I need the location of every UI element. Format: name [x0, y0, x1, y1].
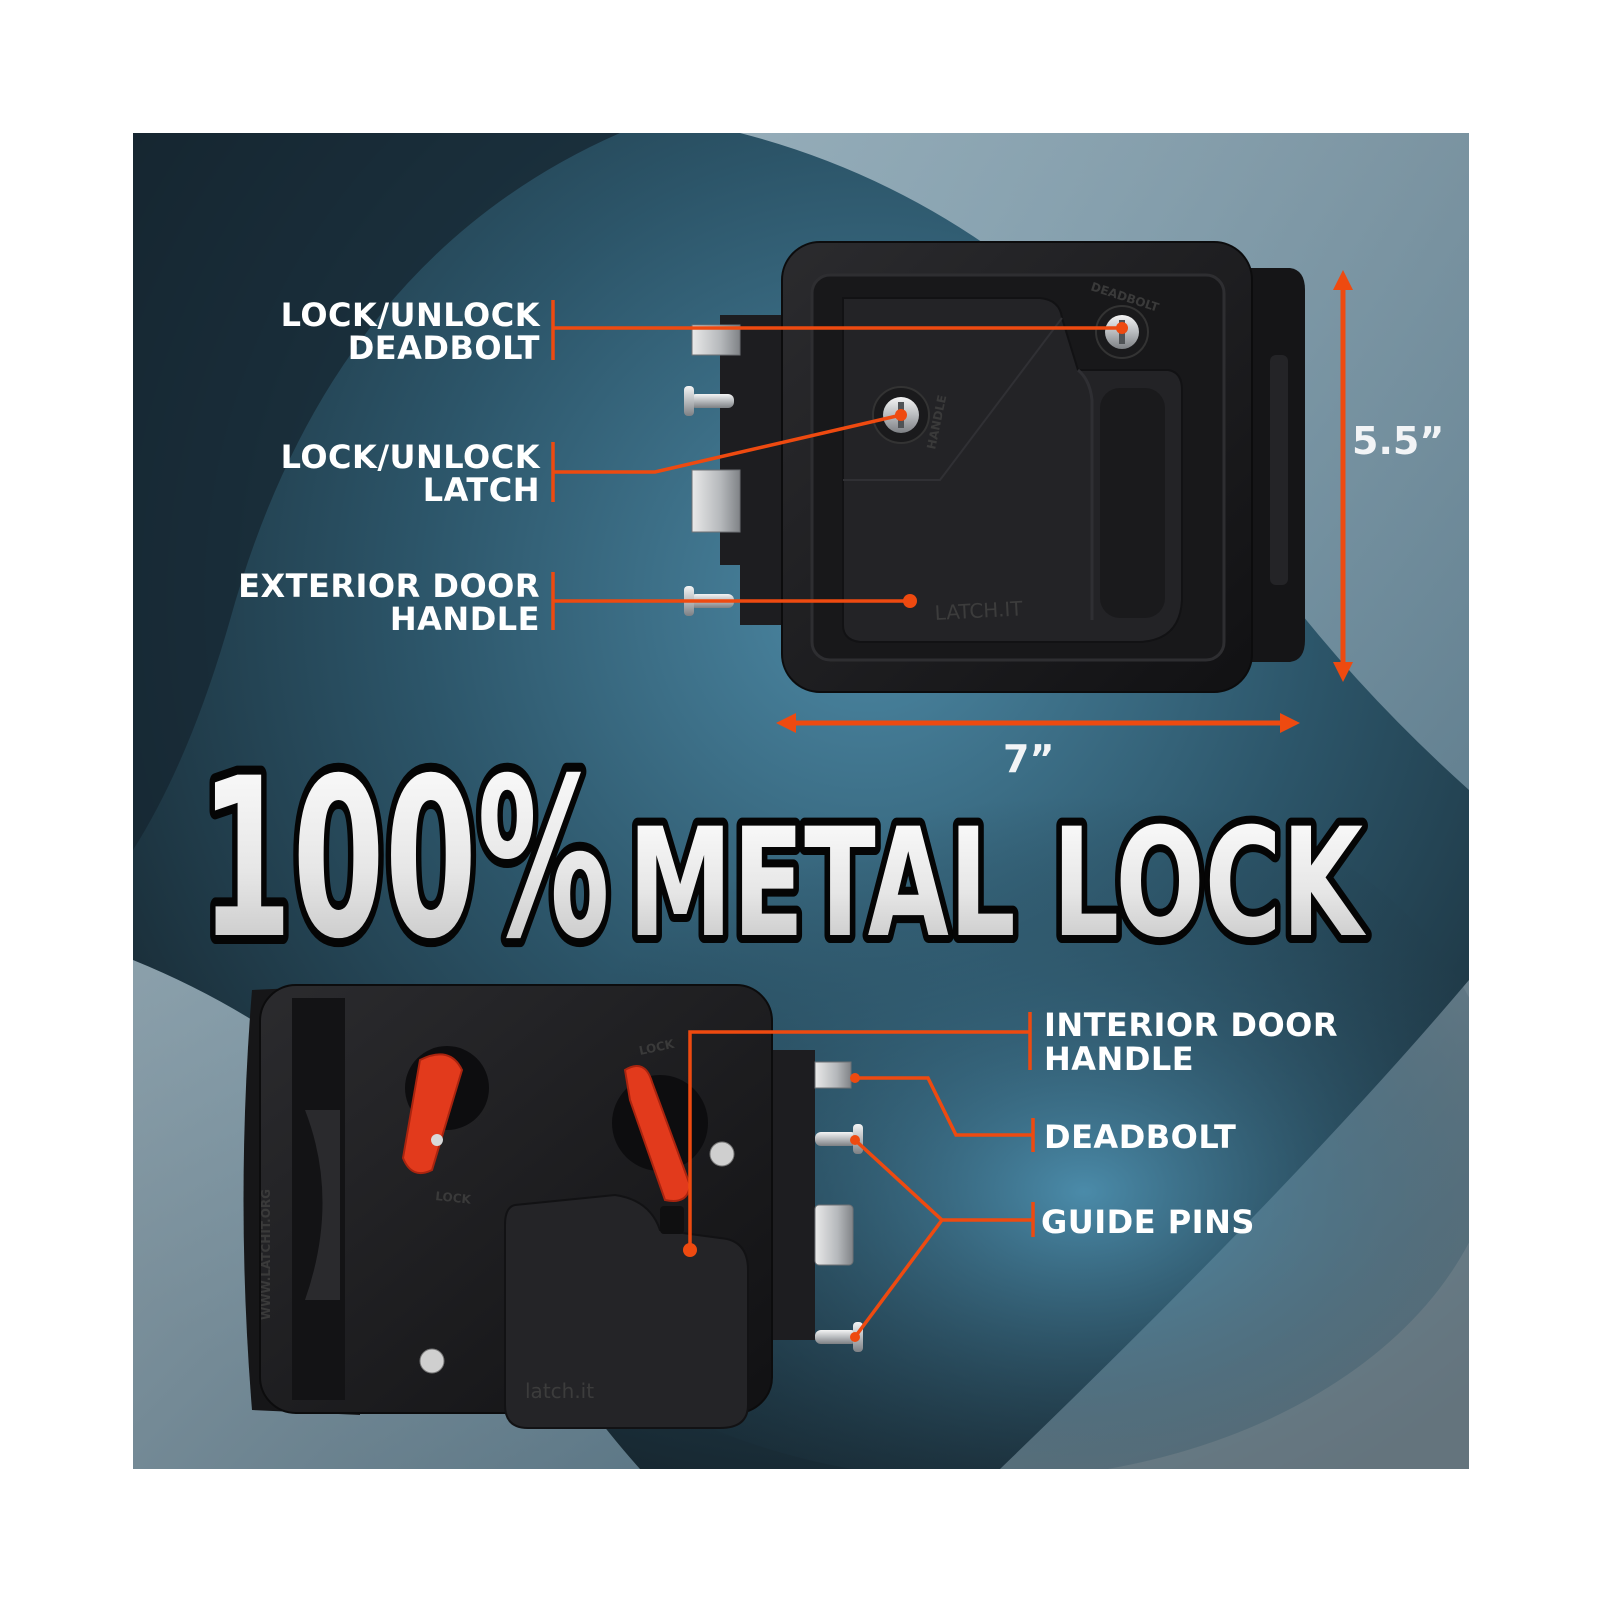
- deadbolt-lock-lever: [612, 1065, 708, 1202]
- callout-labels: LOCK/UNLOCK DEADBOLT LOCK/UNLOCK LATCH E…: [238, 296, 1338, 1241]
- back-brand-logo: latch.it: [525, 1379, 594, 1403]
- width-value: 7”: [1003, 737, 1054, 781]
- label-deadbolt: DEADBOLT: [1044, 1118, 1236, 1156]
- guide-pin: [684, 386, 734, 416]
- screw: [419, 1348, 445, 1374]
- deadbolt-key-cylinder: [1095, 305, 1149, 359]
- headline-text: METAL LOCK: [628, 797, 1366, 971]
- side-url-marking: WWW.LATCHIT.ORG: [259, 1189, 273, 1320]
- label-guide-pins: GUIDE PINS: [1041, 1203, 1255, 1241]
- front-brand-logo: LATCH.IT: [934, 596, 1024, 625]
- label-exterior-door-handle-line1: EXTERIOR DOOR: [238, 567, 540, 605]
- headline-percent: 100%: [200, 731, 610, 987]
- label-lock-unlock-deadbolt-line2: DEADBOLT: [348, 329, 540, 367]
- label-lock-unlock-latch-line1: LOCK/UNLOCK: [281, 438, 541, 476]
- deadbolt-bar: [691, 324, 741, 356]
- height-dimension: 5.5”: [1333, 270, 1444, 682]
- callout-lines: [551, 300, 1122, 1339]
- interior-lock-illustration: WWW.LATCHIT.ORG LOCK LOCK latch.it: [243, 984, 863, 1429]
- latch-lock-lever: [401, 1046, 489, 1174]
- latch-bar: [691, 469, 741, 533]
- label-interior-door-handle-line2: HANDLE: [1044, 1040, 1194, 1078]
- exterior-lock-illustration: DEADBOLT HANDLE LATCH.IT: [684, 241, 1305, 693]
- label-lock-unlock-latch-line2: LATCH: [423, 471, 540, 509]
- exterior-door-handle: [842, 297, 1183, 643]
- label-lock-unlock-deadbolt-line1: LOCK/UNLOCK: [281, 296, 541, 334]
- label-interior-door-handle-line1: INTERIOR DOOR: [1044, 1006, 1338, 1044]
- width-dimension: 7”: [776, 713, 1300, 781]
- headline: 100% METAL LOCK: [191, 722, 1374, 996]
- screw: [709, 1141, 735, 1167]
- label-exterior-door-handle-line2: HANDLE: [390, 600, 540, 638]
- callout-dots: [683, 322, 1128, 1342]
- height-value: 5.5”: [1352, 419, 1444, 463]
- lock-marking-left: LOCK: [435, 1189, 472, 1207]
